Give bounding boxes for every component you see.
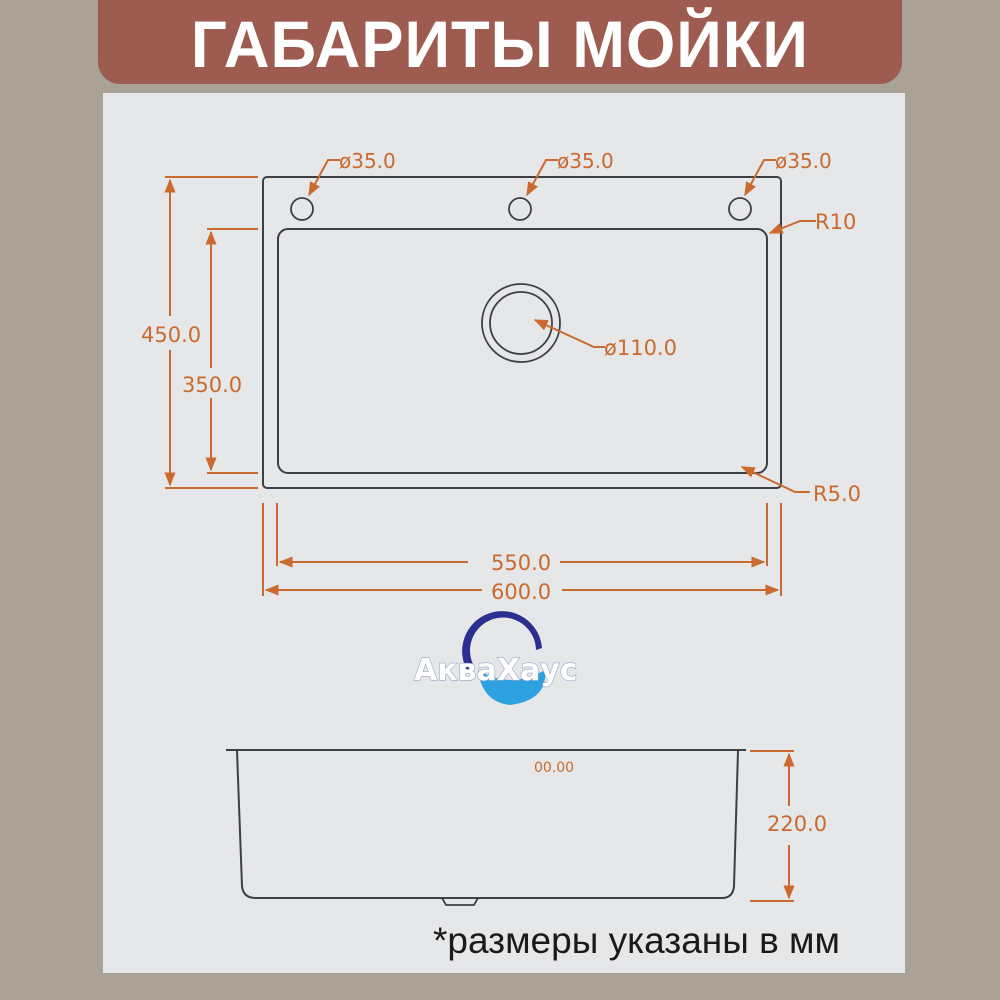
outer-radius-label: R10 xyxy=(815,210,856,234)
outer-height-label: 450.0 xyxy=(141,323,201,347)
side-view: 00.00 220.0 xyxy=(226,749,827,906)
dimension-inner-width xyxy=(276,503,768,568)
drain-outer-ring xyxy=(481,283,561,363)
tap-hole-leaders xyxy=(308,159,776,197)
tap-hole-left xyxy=(290,197,314,221)
tap-hole-left-label: ø35.0 xyxy=(339,149,396,173)
tap-hole-right-label: ø35.0 xyxy=(775,149,832,173)
dimension-inner-height xyxy=(205,228,258,474)
tap-hole-center-label: ø35.0 xyxy=(557,149,614,173)
side-view-marker: 00.00 xyxy=(534,760,574,776)
akvahaus-logo: АкваХаус xyxy=(413,611,578,705)
dimension-depth xyxy=(750,750,795,902)
units-footnote: *размеры указаны в мм xyxy=(433,920,840,961)
logo-light-wave-icon xyxy=(478,670,546,705)
logo-text: АкваХаус xyxy=(414,653,578,688)
dimension-outer-height xyxy=(164,176,258,489)
inner-height-label: 350.0 xyxy=(182,373,242,397)
title-banner: ГАБАРИТЫ МОЙКИ xyxy=(98,0,902,84)
drain-inner-ring xyxy=(489,291,553,355)
sink-outer-outline xyxy=(262,176,782,489)
dimension-outer-width xyxy=(262,503,782,596)
logo-dark-swoosh-icon xyxy=(462,611,542,672)
outer-width-label: 600.0 xyxy=(491,580,551,604)
page-title: ГАБАРИТЫ МОЙКИ xyxy=(191,7,809,81)
drain-diameter-label: ø110.0 xyxy=(604,336,677,360)
top-view: ø35.0 ø35.0 ø35.0 R10 ø110.0 R5.0 450.0 … xyxy=(141,149,861,604)
inner-width-label: 550.0 xyxy=(491,551,551,575)
sink-basin-profile xyxy=(236,750,739,899)
tap-hole-right xyxy=(728,197,752,221)
drain-outlet-profile xyxy=(441,897,479,906)
tap-hole-center xyxy=(508,197,532,221)
sink-bowl-outline xyxy=(277,228,768,474)
inner-radius-label: R5.0 xyxy=(813,482,861,506)
drawing-panel xyxy=(103,93,905,973)
depth-label: 220.0 xyxy=(767,812,827,836)
